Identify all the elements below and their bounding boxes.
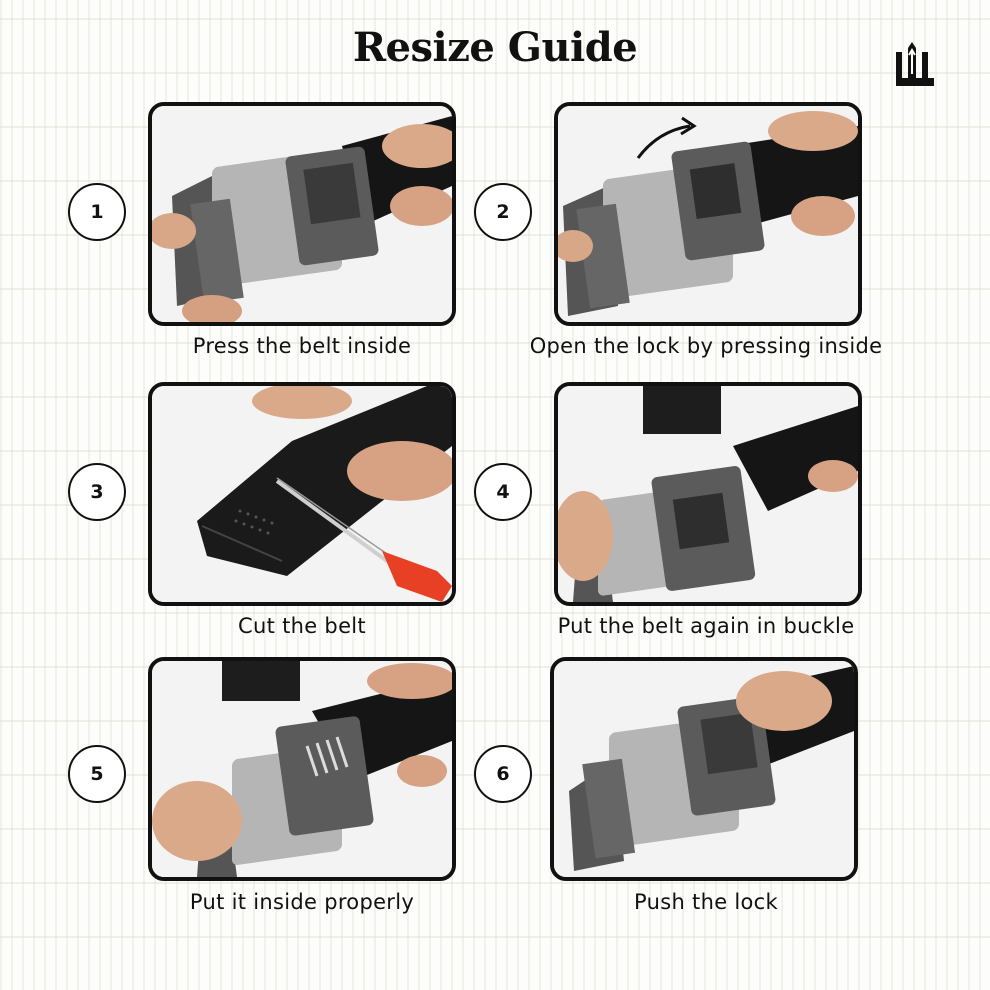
brand-monogram-icon [892, 38, 938, 88]
step-5-caption: Put it inside properly [189, 890, 415, 914]
step-number-5: 5 [68, 745, 126, 803]
step-number-3: 3 [68, 463, 126, 521]
step-4-caption: Put the belt again in buckle [557, 614, 855, 638]
step-1-caption: Press the belt inside [192, 334, 412, 358]
step-2-photo [554, 102, 862, 326]
step-6-photo [550, 657, 858, 881]
step-number-1: 1 [68, 183, 126, 241]
step-3-caption: Cut the belt [238, 614, 366, 638]
step-1-photo [148, 102, 456, 326]
step-5-photo [148, 657, 456, 881]
step-3-photo [148, 382, 456, 606]
step-number-2: 2 [474, 183, 532, 241]
page-title: Resize Guide [352, 24, 638, 71]
step-4-photo [554, 382, 862, 606]
step-6-caption: Push the lock [634, 890, 778, 914]
step-2-caption: Open the lock by pressing inside [529, 334, 883, 358]
step-number-6: 6 [474, 745, 532, 803]
step-number-4: 4 [474, 463, 532, 521]
